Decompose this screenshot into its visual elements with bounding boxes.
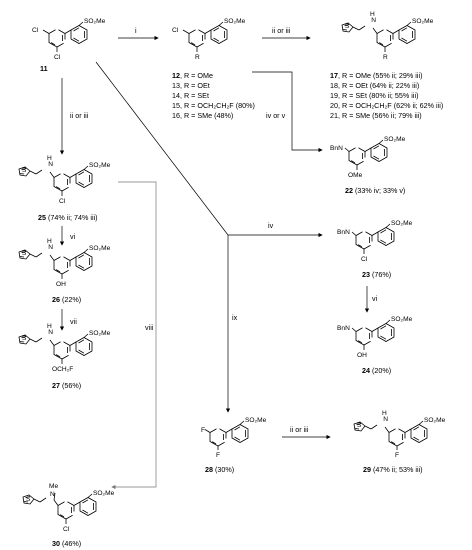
atom-nh: NH [47,238,53,251]
atom-bnn: BnN [337,229,350,236]
atom-s: S [345,23,350,30]
compound-label-27: 27 (56%) [52,381,81,390]
atom-nh: NH [382,410,388,423]
atom-f: F [201,427,205,434]
atom-oh: OH [56,281,66,288]
compound-label-26: 26 (22%) [52,295,81,304]
reagent-vi: vi [70,232,76,241]
atom-so2me: SO₂Me [224,18,246,25]
structure-27 [18,333,93,364]
reagent-iv: iv [268,221,274,230]
structure-11 [42,21,88,52]
atom-so2me: SO₂Me [391,316,413,323]
compound-label-30: 30 (46%) [52,539,81,548]
structure-24 [351,319,395,350]
atom-och2f: OCH₂F [52,366,73,373]
reagent-ii-or-iii: ii or iii [290,425,309,434]
atom-so2me: SO₂Me [89,245,111,252]
structure-12-16 [182,21,228,52]
atom-nh: NH [370,11,376,24]
atom-n: N [50,491,55,498]
atom-f: F [395,452,399,459]
atom-so2me: SO₂Me [93,490,115,497]
atom-cl: Cl [63,526,70,533]
compound-label-22: 22 (33% iv; 33% v) [345,186,405,195]
atom-so2me: SO₂Me [391,220,413,227]
reagent-ii-or-iii: ii or iii [272,26,291,35]
compound-label-13: 13, R = OEt [172,81,210,90]
atom-so2me: SO₂Me [89,162,111,169]
compound-label-14: 14, R = SEt [172,91,209,100]
atom-cl: Cl [54,54,61,61]
compound-label-11: 11 [40,64,48,73]
atom-so2me: SO₂Me [384,136,406,143]
atom-cl: Cl [32,27,39,34]
compound-label-16: 16, R = SMe (48%) [172,111,233,120]
atom-so2me: SO₂Me [412,18,434,25]
compound-label-25: 25 (74% ii; 74% iii) [38,213,98,222]
atom-bnn: BnN [330,145,343,152]
structure-26 [18,248,93,279]
atom-cl: Cl [361,256,368,263]
atom-s: S [22,167,27,174]
atom-r: R [383,54,388,61]
atom-s: S [26,496,31,503]
atom-s: S [357,422,362,429]
structure-22 [344,139,388,170]
reagent-vi: vi [372,294,378,303]
compound-label-24: 24 (20%) [362,366,391,375]
structure-29 [353,420,428,450]
atom-oh: OH [357,352,367,359]
compound-label-20: 20, R = OCH₂CH₂F (62% ii; 62% iii) [330,101,443,110]
structure-28 [204,420,249,450]
structure-30 [22,492,97,524]
atom-cl: Cl [172,27,179,34]
compound-label-19: 19, R = SEt (80% ii; 55% iii) [330,91,418,100]
reagent-ix: ix [232,313,238,322]
reagent-vii: vii [70,317,77,326]
structure-23 [351,223,395,254]
arrow-25-to-30 [111,181,157,490]
atom-cl: Cl [59,198,66,205]
atom-so2me: SO₂Me [245,417,267,424]
compound-label-28: 28 (30%) [205,465,234,474]
atom-so2me: SO₂Me [84,18,106,25]
atom-nh: NH [47,155,53,168]
reagent-ii-or-iii: ii or iii [70,111,89,120]
atom-so2me: SO₂Me [89,330,111,337]
compound-label-15: 15, R = OCH₂CH₂F (80%) [172,101,255,110]
atom-r: R [195,54,200,61]
atom-nh: NH [47,323,53,336]
structure-17-21 [341,21,416,52]
atom-ome: OMe [348,172,363,179]
atom-f: F [216,452,220,459]
reagent-i: i [135,26,137,35]
structure-25 [18,165,93,196]
atom-so2me: SO₂Me [424,417,446,424]
atom-bnn: BnN [337,325,350,332]
atom-s: S [22,335,27,342]
compound-label-21: 21, R = SMe (56% ii; 79% iii) [330,111,422,120]
reagent-iv-or-v: iv or v [266,111,286,120]
compound-label-29: 29 (47% ii; 53% iii) [363,465,423,474]
arrow-12-to-22 [252,71,323,153]
atom-me: Me [49,483,58,490]
compound-label-17: 17, R = OMe (55% ii; 29% iii) [330,71,422,80]
atom-s: S [22,250,27,257]
compound-label-18: 18, R = OEt (64% ii; 22% iii) [330,81,419,90]
reagent-viii: viii [145,323,154,332]
compound-label-23: 23 (76%) [362,270,391,279]
compound-label-12: 12, R = OMe [172,71,213,80]
